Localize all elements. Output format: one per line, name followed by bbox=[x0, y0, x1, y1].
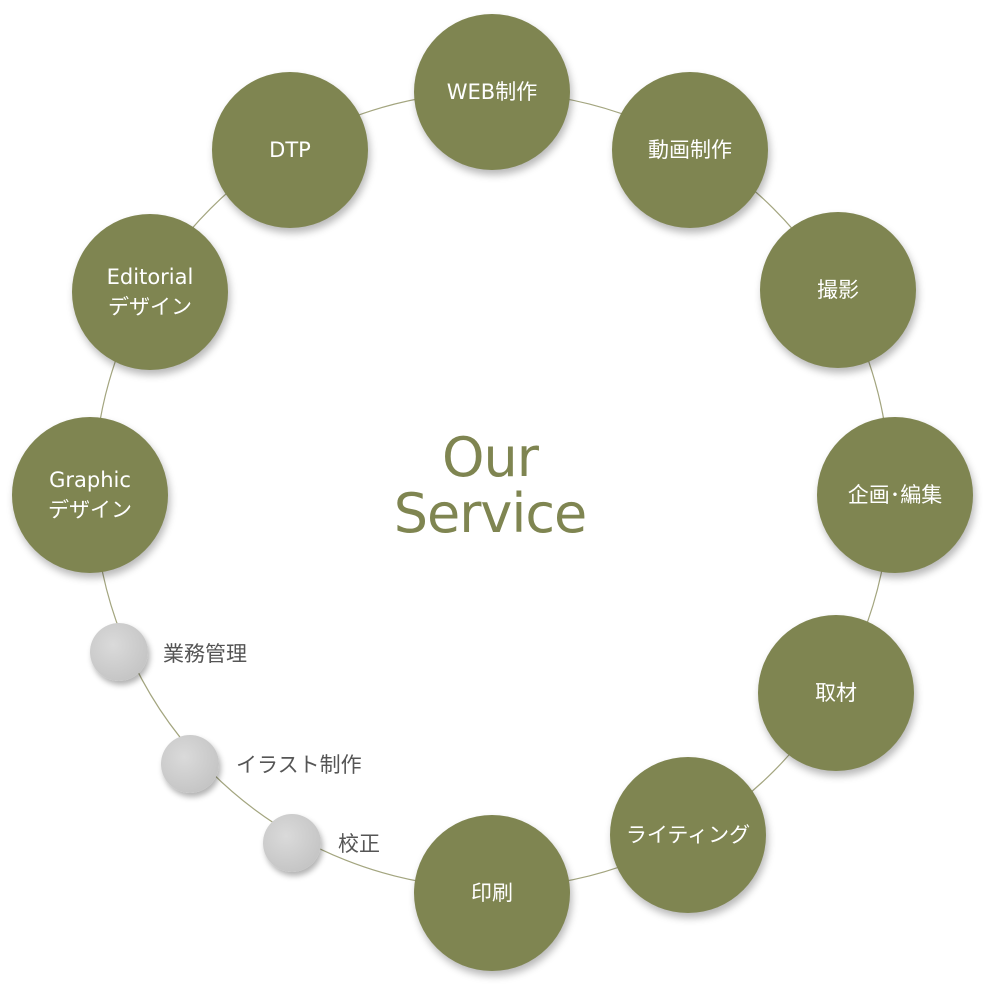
service-node-web[interactable]: WEB制作 bbox=[414, 14, 570, 170]
minor-label-proofreading: 校正 bbox=[338, 832, 380, 856]
service-node-planning-editing[interactable]: 企画･編集 bbox=[817, 417, 973, 573]
minor-node-business-management[interactable] bbox=[90, 623, 148, 681]
service-node-interview[interactable]: 取材 bbox=[758, 615, 914, 771]
minor-label-illustration: イラスト制作 bbox=[236, 753, 362, 777]
service-label: 動画制作 bbox=[648, 138, 732, 162]
service-label: 印刷 bbox=[471, 881, 513, 905]
service-node-editorial-design[interactable]: Editorial デザイン bbox=[72, 214, 228, 370]
service-node-writing[interactable]: ライティング bbox=[610, 757, 766, 913]
service-node-dtp[interactable]: DTP bbox=[212, 72, 368, 228]
service-label: 取材 bbox=[815, 681, 857, 705]
service-node-video[interactable]: 動画制作 bbox=[612, 72, 768, 228]
service-node-photography[interactable]: 撮影 bbox=[760, 212, 916, 368]
service-label: Editorial デザイン bbox=[106, 265, 194, 319]
service-label: ライティング bbox=[625, 823, 751, 847]
minor-label-business-management: 業務管理 bbox=[163, 642, 247, 666]
service-label: DTP bbox=[269, 138, 311, 162]
diagram-title: Our Service bbox=[340, 430, 640, 542]
service-label: WEB制作 bbox=[446, 80, 538, 104]
minor-node-proofreading[interactable] bbox=[263, 814, 321, 872]
title-line-service: Service bbox=[393, 482, 588, 545]
minor-node-illustration[interactable] bbox=[161, 735, 219, 793]
service-label: Graphic デザイン bbox=[48, 468, 132, 522]
service-label: 企画･編集 bbox=[847, 483, 943, 507]
service-node-graphic-design[interactable]: Graphic デザイン bbox=[12, 417, 168, 573]
title-line-our: Our bbox=[442, 426, 539, 489]
service-label: 撮影 bbox=[817, 278, 859, 302]
service-node-printing[interactable]: 印刷 bbox=[414, 815, 570, 971]
